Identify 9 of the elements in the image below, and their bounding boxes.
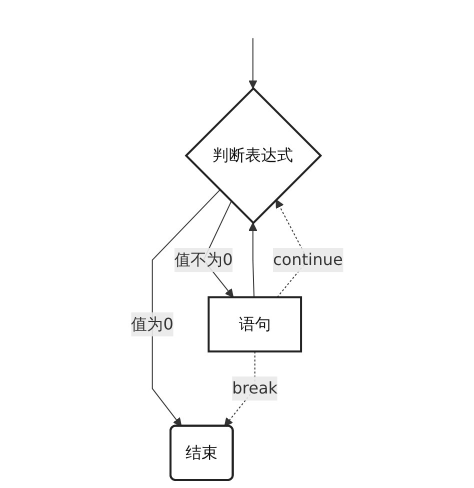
arrow xyxy=(248,222,258,298)
arrow xyxy=(248,38,258,89)
edge-label: 值不为0 xyxy=(174,250,233,270)
node-box: 语句 xyxy=(208,296,302,352)
arrow xyxy=(152,190,220,427)
edge-label: 值为0 xyxy=(131,314,174,334)
node-diamond: 判断表达式 xyxy=(184,86,322,224)
edge-label: break xyxy=(232,378,278,398)
edge-label: continue xyxy=(272,250,343,270)
